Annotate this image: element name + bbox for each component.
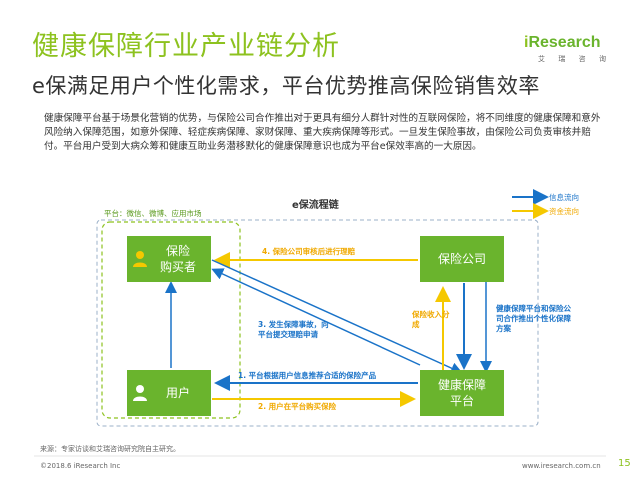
label-accident: 3. 发生保障事故，向 平台提交理赔申请 — [258, 320, 329, 339]
platform-box: 健康保障 平台 — [420, 370, 504, 416]
label-claim: 4. 保险公司审核后进行理赔 — [262, 247, 356, 256]
platform-label: 平台：微信、微博、应用市场 — [104, 209, 202, 218]
label-cooperate: 健康保障平台和保险公 司合作推出个性化保障 方案 — [496, 304, 571, 333]
label-buy: 2. 用户在平台购买保险 — [258, 402, 337, 411]
body-paragraph: 健康保障平台基于场景化营销的优势，与保险公司合作推出对于更具有细分人群针对性的互… — [44, 113, 601, 153]
label-split: 保险收入分 成 — [412, 310, 450, 329]
page-number: 15 — [618, 458, 631, 469]
page-subtitle: e保满足用户个性化需求，平台优势推高保险销售效率 — [32, 74, 540, 98]
source-note: 来源：专家访谈和艾瑞咨询研究院自主研究。 — [40, 445, 180, 453]
legend-fund-flow: 资金流向 — [549, 207, 579, 216]
buyer-person-icon — [132, 250, 148, 272]
legend-info-flow: 信息流向 — [549, 193, 579, 202]
user-person-icon — [132, 384, 148, 406]
page-title: 健康保障行业产业链分析 — [32, 31, 340, 62]
buyer-box: 保险 购买者 — [127, 236, 211, 282]
label-recommend: 1. 平台根据用户信息推荐合适的保险产品 — [238, 371, 377, 380]
footer-url: www.iresearch.com.cn — [522, 462, 601, 470]
user-box: 用户 — [127, 370, 211, 416]
iresearch-logo: iResearch 艾瑞咨询 — [524, 34, 606, 63]
insurer-box: 保险公司 — [420, 236, 504, 282]
flow-title: e保流程链 — [292, 200, 339, 211]
copyright: ©2018.6 iResearch Inc — [40, 462, 121, 470]
